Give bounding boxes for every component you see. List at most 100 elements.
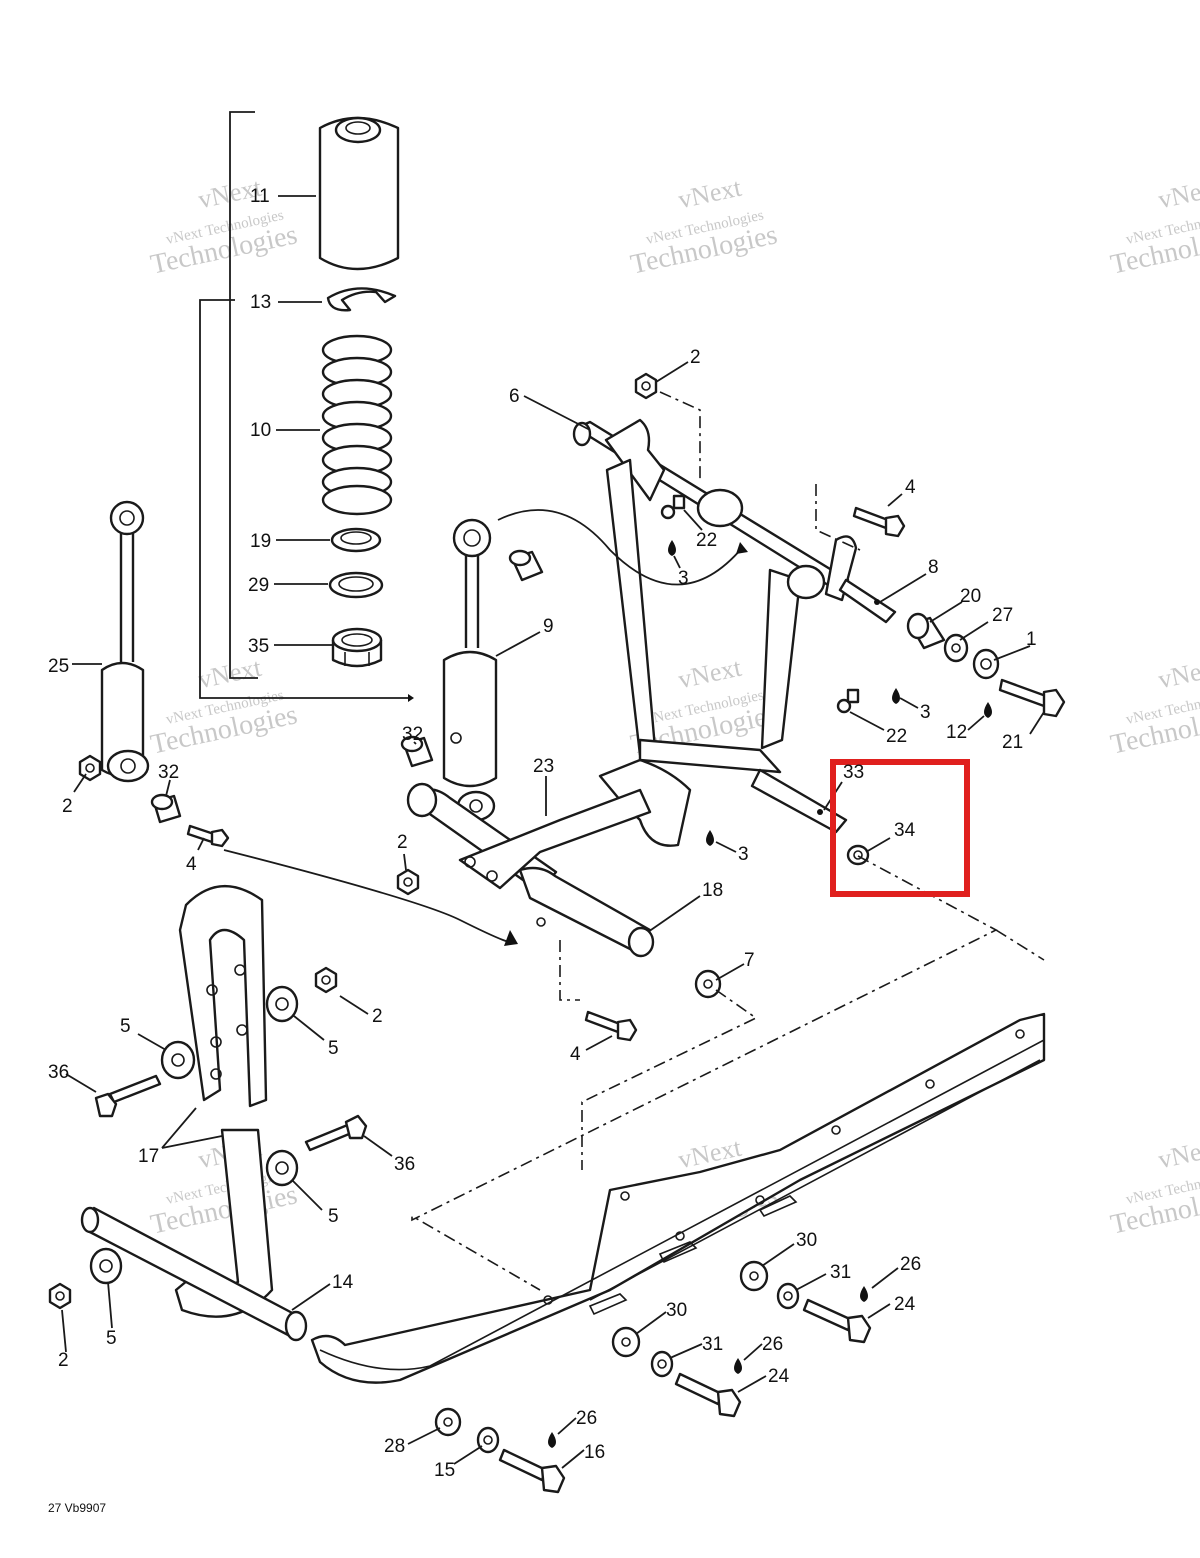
callout-28: 28 [384, 1436, 405, 1457]
callout-3: 3 [920, 702, 931, 723]
callout-31: 31 [830, 1262, 851, 1283]
bolt-4-center [584, 1010, 638, 1042]
washer-5-a [160, 1040, 196, 1080]
callout-36: 36 [48, 1062, 69, 1083]
bolt-36-mid [304, 1114, 368, 1152]
callout-2: 2 [62, 796, 73, 817]
nut-2-rear [314, 966, 338, 994]
rear-arm [80, 885, 308, 1342]
bolt-24-lower [674, 1372, 742, 1418]
callout-10: 10 [250, 420, 271, 441]
bolt-24-upper [802, 1298, 872, 1344]
thread-locker-drop [984, 702, 992, 718]
callout-6: 6 [509, 386, 520, 407]
thread-locker-drop [892, 688, 900, 704]
callout-18: 18 [702, 880, 723, 901]
washer-5-c [265, 1149, 299, 1187]
callout-30: 30 [796, 1230, 817, 1251]
nut-2-top [634, 372, 658, 400]
bracket-spring-assembly [199, 299, 408, 699]
thread-locker-drop [734, 1358, 742, 1374]
callout-7: 7 [744, 950, 755, 971]
washer-7 [694, 969, 722, 999]
nut-2-left [78, 754, 102, 782]
adjuster-ring [331, 627, 383, 668]
washer-19 [330, 527, 382, 553]
figure-code: 27 Vb9907 [48, 1501, 106, 1515]
bushing-32-mid [400, 735, 434, 768]
callout-26: 26 [576, 1408, 597, 1429]
assembly-lines [223, 391, 1045, 1291]
nut-2-center [396, 868, 420, 896]
callout-27: 27 [992, 605, 1013, 626]
spring-retainer-clip [326, 287, 397, 312]
grease-fitting-22-right [836, 688, 860, 714]
washer-5-d [89, 1247, 123, 1285]
callout-3: 3 [678, 568, 689, 589]
callout-17: 17 [138, 1146, 159, 1167]
assembly-brackets [199, 111, 414, 702]
front-arm [572, 418, 897, 834]
callout-36: 36 [394, 1154, 415, 1175]
callout-33: 33 [843, 762, 864, 783]
callout-9: 9 [543, 616, 554, 637]
callout-5: 5 [106, 1328, 117, 1349]
washer-27 [943, 633, 969, 663]
washer-31-upper [776, 1282, 800, 1310]
spacer-20 [906, 612, 946, 650]
bushing-32-top [508, 549, 544, 582]
callout-15: 15 [434, 1460, 455, 1481]
callout-13: 13 [250, 292, 271, 313]
watermark-brand: vNext [1156, 173, 1200, 215]
callout-8: 8 [928, 557, 939, 578]
fasteners [48, 372, 1066, 1494]
bracket-shock-assembly [229, 111, 258, 679]
callout-30: 30 [666, 1300, 687, 1321]
washer-5-b [265, 985, 299, 1023]
callout-1: 1 [1026, 629, 1037, 650]
front-shock-absorber [442, 518, 498, 822]
arrow-head [408, 694, 414, 702]
washer-30-lower [611, 1326, 641, 1358]
bushings [150, 549, 544, 824]
callout-22: 22 [886, 726, 907, 747]
callout-labels: 11 13 10 19 29 35 25 2 32 4 9 32 23 2 3 … [48, 186, 1037, 1481]
callout-31: 31 [702, 1334, 723, 1355]
callout-20: 20 [960, 586, 981, 607]
callout-11: 11 [250, 186, 270, 207]
callout-2: 2 [690, 347, 701, 368]
cap-34 [846, 844, 870, 866]
callout-22: 22 [696, 530, 717, 551]
washer-29 [328, 571, 384, 599]
bolt-4-left [186, 824, 230, 848]
bolt-4-top [852, 506, 906, 538]
thread-locker-drop [548, 1432, 556, 1448]
callout-4: 4 [905, 477, 916, 498]
washer-30-upper [739, 1260, 769, 1292]
grease-fitting-22-top [660, 494, 686, 520]
callout-2: 2 [397, 832, 408, 853]
washer-28 [434, 1407, 462, 1437]
bolt-16 [498, 1448, 566, 1494]
callout-29: 29 [248, 575, 269, 596]
callout-4: 4 [186, 854, 197, 875]
callout-34: 34 [894, 820, 916, 841]
washer-15 [476, 1426, 500, 1454]
callout-32: 32 [158, 762, 179, 783]
callout-5: 5 [328, 1206, 339, 1227]
callout-5: 5 [328, 1038, 339, 1059]
callout-23: 23 [533, 756, 554, 777]
coil-spring [321, 334, 393, 516]
callout-16: 16 [584, 1442, 605, 1463]
callout-25: 25 [48, 656, 69, 677]
highlight-box [830, 759, 970, 897]
watermark-brand: vNext [676, 173, 745, 215]
callout-26: 26 [762, 1334, 783, 1355]
bolt-36-left [94, 1074, 162, 1118]
nut-2-bottom [48, 1282, 72, 1310]
thread-locker-drop [668, 540, 676, 556]
washer-31-lower [650, 1350, 674, 1378]
thread-locker-drop [706, 830, 714, 846]
shock-cover [318, 116, 400, 271]
